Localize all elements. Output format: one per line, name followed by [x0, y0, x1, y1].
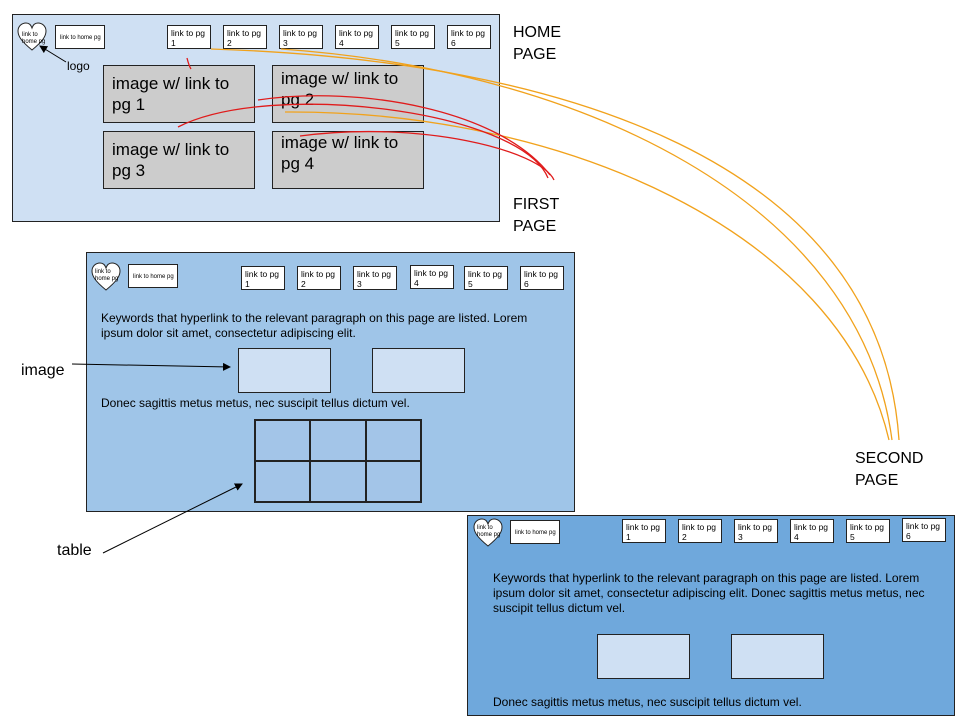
nav-link-pg4[interactable]: link to pg 4 — [790, 519, 834, 543]
logo-text: link to home pg — [22, 32, 46, 45]
image-placeholder — [731, 634, 824, 679]
nav-link-pg4[interactable]: link to pg 4 — [410, 265, 454, 289]
table-cell — [255, 420, 311, 461]
home-link[interactable]: link to home pg — [55, 25, 105, 49]
nav-link-pg1[interactable]: link to pg 1 — [241, 266, 285, 290]
image-placeholder — [238, 348, 331, 393]
nav-link-pg6[interactable]: link to pg 6 — [520, 266, 564, 290]
content-table — [254, 419, 422, 503]
tile-link-pg3[interactable]: image w/ link to pg 3 — [103, 131, 255, 189]
image-placeholder — [372, 348, 465, 393]
table-cell — [365, 461, 421, 502]
body-paragraph: Donec sagittis metus metus, nec suscipit… — [101, 396, 410, 410]
image-annotation: image — [21, 362, 65, 379]
table-cell — [310, 420, 366, 461]
tile-link-pg2[interactable]: image w/ link to pg 2 — [272, 65, 424, 123]
nav-link-pg3[interactable]: link to pg 3 — [279, 25, 323, 49]
heart-logo-icon[interactable] — [91, 262, 121, 292]
logo-annotation: logo — [67, 59, 90, 73]
nav-link-pg3[interactable]: link to pg 3 — [734, 519, 778, 543]
table-cell — [365, 420, 421, 461]
first-page-label: FIRST PAGE — [513, 196, 560, 235]
image-placeholder — [597, 634, 690, 679]
nav-link-pg4[interactable]: link to pg 4 — [335, 25, 379, 49]
table-annotation: table — [57, 542, 92, 559]
home-page-label: HOME PAGE — [513, 24, 561, 63]
second-page-label: SECOND PAGE — [855, 450, 924, 489]
nav-link-pg6[interactable]: link to pg 6 — [447, 25, 491, 49]
nav-link-pg5[interactable]: link to pg 5 — [391, 25, 435, 49]
second-page-panel — [467, 515, 955, 716]
heart-logo-icon[interactable] — [473, 518, 503, 548]
tile-link-pg1[interactable]: image w/ link to pg 1 — [103, 65, 255, 123]
nav-link-pg5[interactable]: link to pg 5 — [846, 519, 890, 543]
heart-logo-icon[interactable] — [17, 22, 47, 52]
nav-link-pg3[interactable]: link to pg 3 — [353, 266, 397, 290]
table-cell — [310, 461, 366, 502]
body-paragraph: Donec sagittis metus metus, nec suscipit… — [493, 695, 802, 709]
home-link[interactable]: link to home pg — [510, 520, 560, 544]
home-link[interactable]: link to home pg — [128, 264, 178, 288]
nav-link-pg1[interactable]: link to pg 1 — [622, 519, 666, 543]
tile-link-pg4[interactable]: image w/ link to pg 4 — [272, 131, 424, 189]
intro-paragraph: Keywords that hyperlink to the relevant … — [101, 311, 528, 340]
intro-paragraph: Keywords that hyperlink to the relevant … — [493, 571, 925, 615]
nav-link-pg6[interactable]: link to pg 6 — [902, 518, 946, 542]
logo-text: link to home pg — [95, 269, 119, 282]
nav-link-pg2[interactable]: link to pg 2 — [223, 25, 267, 49]
logo-text: link to home pg — [477, 525, 501, 538]
table-cell — [255, 461, 311, 502]
nav-link-pg1[interactable]: link to pg 1 — [167, 25, 211, 49]
nav-link-pg2[interactable]: link to pg 2 — [297, 266, 341, 290]
nav-link-pg5[interactable]: link to pg 5 — [464, 266, 508, 290]
nav-link-pg2[interactable]: link to pg 2 — [678, 519, 722, 543]
